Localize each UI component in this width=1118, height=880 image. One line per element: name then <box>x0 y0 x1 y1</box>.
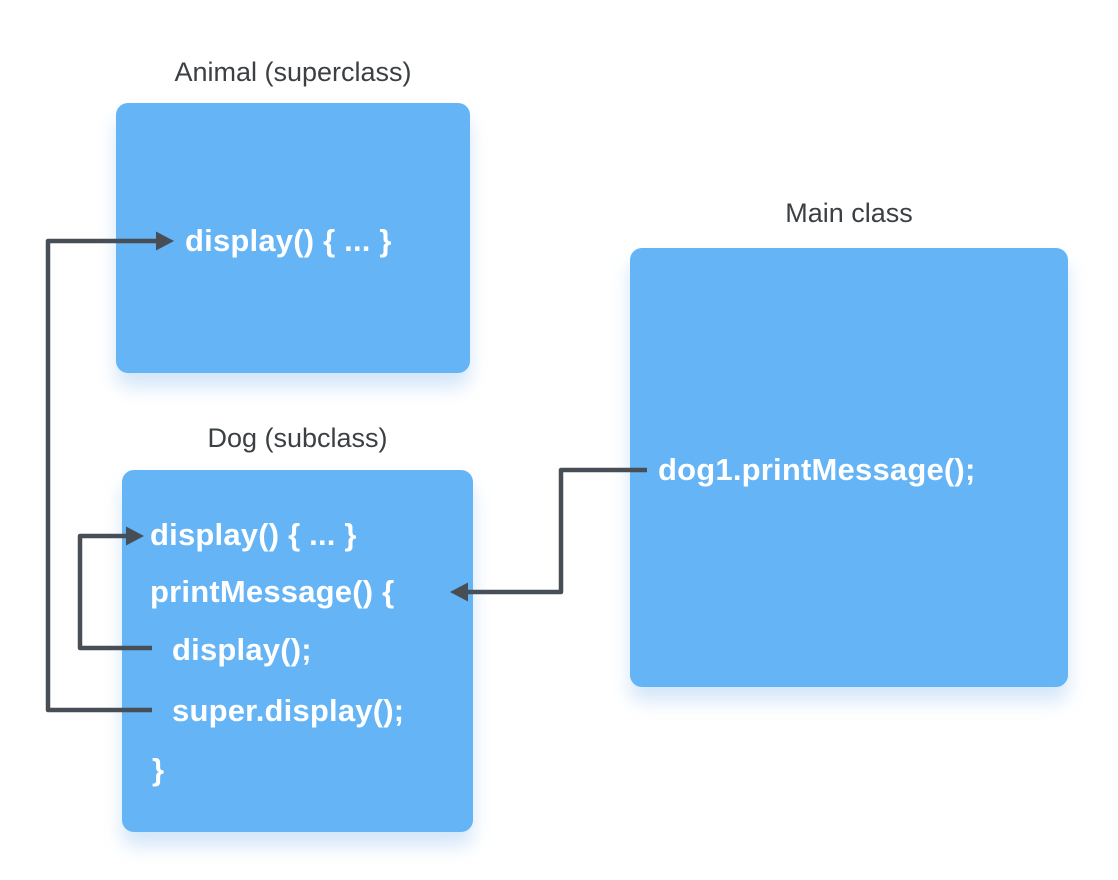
main-call-arrow <box>450 467 647 602</box>
dog-display-call: display(); <box>172 632 312 667</box>
animal-box-title: Animal (superclass) <box>174 57 412 87</box>
dog-closing-brace: } <box>152 752 165 787</box>
animal-display-method: display() { ... } <box>185 223 392 258</box>
main-dog1-printmessage-call: dog1.printMessage(); <box>658 452 976 487</box>
dog-super-display-call: super.display(); <box>172 693 405 728</box>
animal-superclass-box <box>116 103 470 373</box>
main-class-box <box>630 248 1068 687</box>
dog-display-method: display() { ... } <box>150 517 357 552</box>
dog-box-title: Dog (subclass) <box>207 423 388 453</box>
main-box-title: Main class <box>785 198 913 228</box>
dog-subclass-box <box>122 470 473 832</box>
dog-printmessage-method: printMessage() { <box>150 574 395 609</box>
